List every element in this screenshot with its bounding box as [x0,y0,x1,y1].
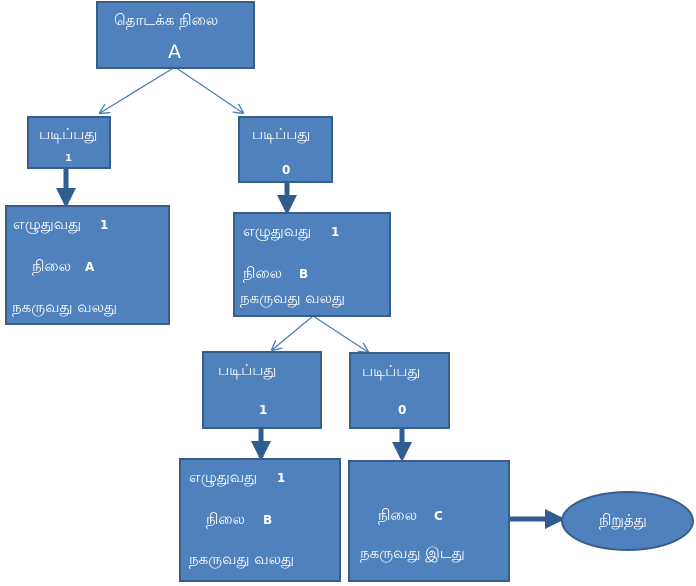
action-a-write-label: எழுதுவது [13,215,82,233]
action-b2-move: நகருவது வலது [189,550,295,568]
action-b2-write-label: எழுதுவது [189,468,258,486]
read-1-box: படிப்பது 1 [27,116,111,169]
read-0b-label: படிப்பது [362,362,421,380]
read-0b-box: படிப்பது 0 [349,352,450,429]
action-a-state-label: நிலை [32,257,72,275]
action-c-state-label: நிலை [378,506,418,524]
read-1b-value: 1 [259,403,268,417]
action-b2-state-value: B [263,513,273,527]
read-1-value: 1 [65,153,72,164]
action-b-move: நகருவது வலது [240,289,346,307]
read-0b-value: 0 [398,403,407,417]
read-0-box: படிப்பது 0 [238,116,333,183]
action-a-write-value: 1 [100,218,109,232]
read-0-label: படிப்பது [252,125,311,143]
action-b-box: எழுதுவது 1 நிலை B நகருவது வலது [233,212,391,317]
read-1-label: படிப்பது [39,125,98,143]
action-a-box: எழுதுவது 1 நிலை A நகருவது வலது [5,205,170,325]
action-c-move: நகருவது இடது [360,544,465,562]
arrow-start-to-read1 [100,66,176,113]
action-a-move: நகருவது வலது [12,298,118,316]
action-b2-state-label: நிலை [206,510,246,528]
action-b-state-label: நிலை [243,264,283,282]
start-state-box: தொடக்க நிலை A [96,1,255,69]
action-c-box: நிலை C நகருவது இடது [348,460,510,582]
stop-terminal: நிறுத்து [561,491,694,551]
read-1b-box: படிப்பது 1 [202,351,322,429]
arrow-start-to-read0 [174,66,243,113]
action-b2-box: எழுதுவது 1 நிலை B நகருவது வலது [179,458,341,582]
read-1b-label: படிப்பது [218,361,277,379]
action-b-write-label: எழுதுவது [243,222,312,240]
action-b-state-value: B [299,267,309,281]
arrow-action-b-to-read0b [312,315,368,352]
start-state-value: A [168,41,181,63]
stop-label: நிறுத்து [599,511,647,529]
action-a-state-value: A [85,260,95,274]
arrow-action-b-to-read1b [272,315,314,350]
action-b2-write-value: 1 [277,471,286,485]
action-b-write-value: 1 [331,225,340,239]
action-c-state-value: C [434,509,443,523]
start-title: தொடக்க நிலை [114,11,219,29]
read-0-value: 0 [282,163,291,177]
